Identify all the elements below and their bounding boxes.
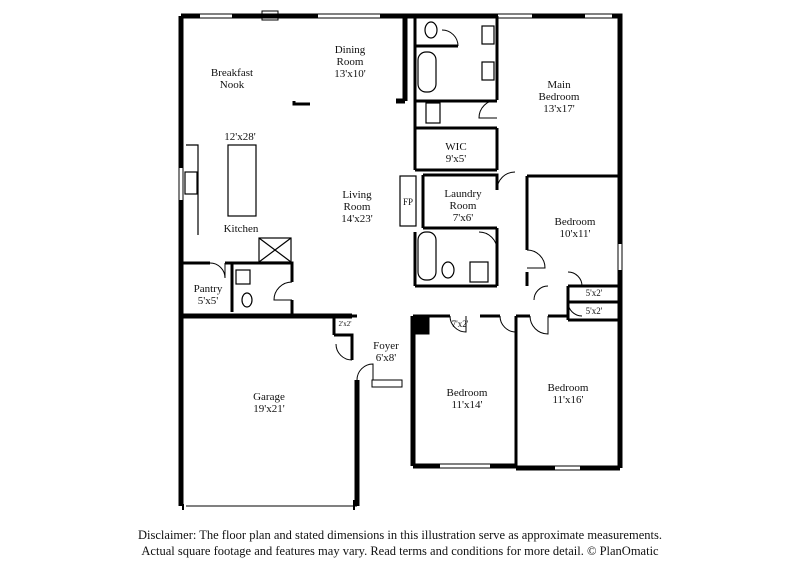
breakfast-nook-label: Breakfast Nook — [210, 67, 254, 91]
interior-walls — [181, 16, 620, 468]
fireplace-label: FP — [402, 197, 413, 207]
disclaimer-text: Disclaimer: The floor plan and stated di… — [0, 527, 800, 559]
garage-label: Garage 19'x21' — [253, 391, 285, 415]
bedroom-2-label: Bedroom 10'x11' — [554, 216, 596, 240]
wic-label: WIC 9'x5' — [445, 141, 467, 165]
kitchen-dimensions-label: 12'x28' — [224, 131, 256, 143]
closet-c-label: 7'x2' — [451, 319, 469, 329]
kitchen-label: Kitchen — [223, 223, 259, 235]
pantry-label: Pantry 5'x5' — [193, 283, 223, 307]
closet-a-label: 5'x2' — [585, 288, 603, 298]
main-bedroom-label: Main Bedroom 13'x17' — [538, 79, 580, 115]
closet-small-label: 2'x2' — [338, 320, 352, 328]
bedroom-3-label: Bedroom 11'x14' — [446, 387, 488, 411]
foyer-label: Foyer 6'x8' — [373, 340, 399, 364]
disclaimer-line-1: Disclaimer: The floor plan and stated di… — [138, 528, 662, 542]
living-room-label: Living Room 14'x23' — [341, 189, 373, 225]
closet-b-label: 5'x2' — [585, 306, 603, 316]
bedroom-4-label: Bedroom 11'x16' — [547, 382, 589, 406]
disclaimer-line-2: Actual square footage and features may v… — [141, 544, 659, 558]
dining-room-label: Dining Room 13'x10' — [334, 44, 366, 80]
laundry-room-label: Laundry Room 7'x6' — [444, 188, 482, 224]
